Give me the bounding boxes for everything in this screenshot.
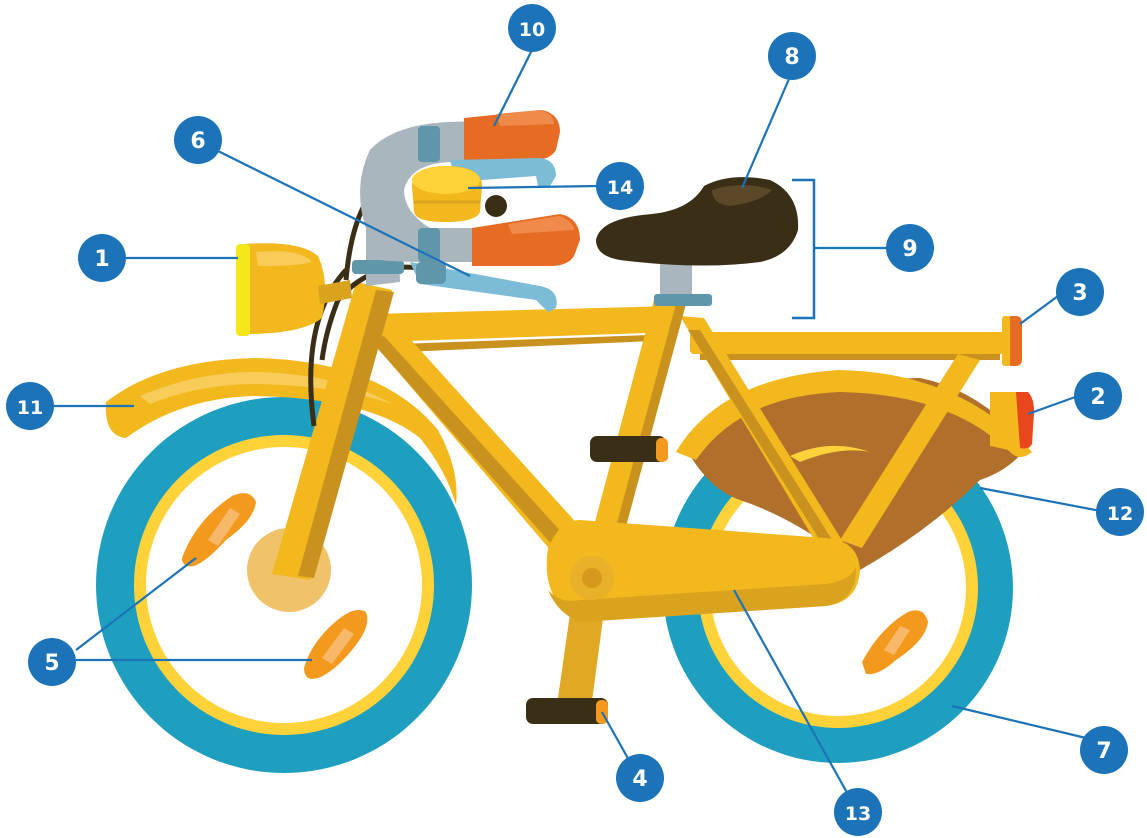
callout-9: 9 xyxy=(886,224,934,272)
callout-4-label: 4 xyxy=(632,767,647,792)
callout-5: 5 xyxy=(28,638,76,686)
leader-3 xyxy=(1020,296,1058,324)
callout-4: 4 xyxy=(616,754,664,802)
rear-rack xyxy=(690,332,1012,354)
callout-13-label: 13 xyxy=(845,803,871,825)
callout-2-label: 2 xyxy=(1090,385,1105,410)
callout-14: 14 xyxy=(596,162,644,210)
callout-9-label: 9 xyxy=(902,237,917,262)
leader-14 xyxy=(468,186,598,188)
upper-pedal xyxy=(590,436,666,462)
callout-14-label: 14 xyxy=(607,177,633,199)
callout-7-label: 7 xyxy=(1096,739,1111,764)
leader-7 xyxy=(952,706,1086,738)
callout-2: 2 xyxy=(1074,372,1122,420)
stem-clamp xyxy=(352,260,404,274)
grip-top-highlight xyxy=(496,110,554,126)
callout-11-label: 11 xyxy=(17,397,43,419)
callout-6: 6 xyxy=(174,116,222,164)
upper-pedal-reflector xyxy=(656,438,668,462)
bell-top xyxy=(412,166,480,194)
seat-height-bracket xyxy=(792,180,814,318)
callout-12-label: 12 xyxy=(1107,503,1133,525)
chainring-center xyxy=(582,568,602,588)
callout-7: 7 xyxy=(1080,726,1128,774)
callout-8-label: 8 xyxy=(784,45,799,70)
bell-lever-knob xyxy=(485,195,507,217)
callout-13: 13 xyxy=(834,788,882,836)
callout-10: 10 xyxy=(508,4,556,52)
callout-12: 12 xyxy=(1096,488,1144,536)
leader-8 xyxy=(742,72,792,188)
callout-1: 1 xyxy=(78,234,126,282)
seat-clamp xyxy=(654,294,712,306)
callout-3: 3 xyxy=(1056,268,1104,316)
handlebar-tape-bottom xyxy=(418,228,440,262)
leader-4 xyxy=(602,712,630,762)
callout-10-label: 10 xyxy=(519,19,545,41)
headlight-lens xyxy=(236,244,250,336)
front-wheel xyxy=(96,397,472,773)
headlight xyxy=(236,243,352,336)
callout-8: 8 xyxy=(768,32,816,80)
rear-light-mount xyxy=(1002,316,1010,366)
callout-1-label: 1 xyxy=(94,247,109,272)
leader-2 xyxy=(1028,396,1078,414)
lever-mount xyxy=(416,262,446,284)
leader-12 xyxy=(980,488,1106,512)
callout-3-label: 3 xyxy=(1072,281,1087,306)
lower-pedal xyxy=(526,698,608,724)
callout-5-label: 5 xyxy=(44,651,59,676)
handlebar-tape-top xyxy=(418,126,440,162)
callout-6-label: 6 xyxy=(190,129,205,154)
callout-11: 11 xyxy=(6,382,54,430)
